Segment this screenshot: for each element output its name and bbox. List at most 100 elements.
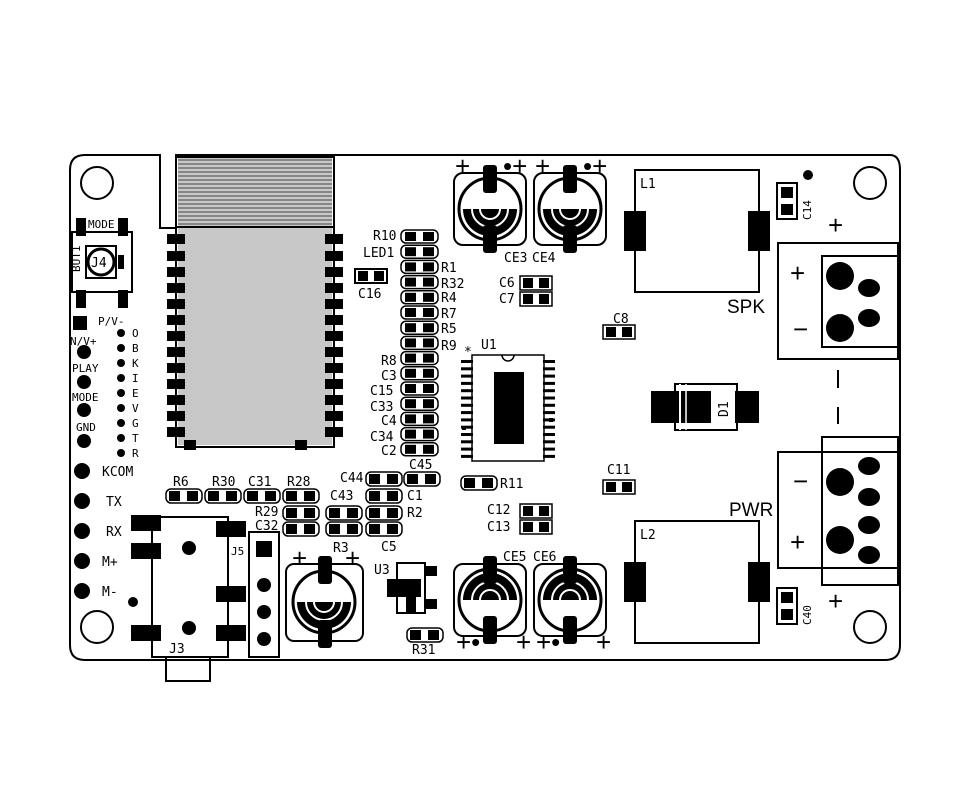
passive-pad bbox=[423, 247, 434, 257]
u1-pin bbox=[543, 425, 555, 429]
mounting-hole-bl bbox=[80, 610, 114, 644]
label-ce3: CE3 bbox=[504, 251, 527, 266]
pin-label-gnd: GND bbox=[76, 421, 96, 434]
passive-column bbox=[400, 229, 439, 457]
label-r2: R2 bbox=[407, 506, 423, 521]
part-pad bbox=[329, 524, 340, 534]
c16-part bbox=[354, 268, 388, 284]
small-cap-pad bbox=[606, 482, 616, 492]
bt-pad bbox=[167, 331, 185, 341]
label-d1: D1 bbox=[717, 401, 732, 417]
passive-pad bbox=[423, 308, 434, 317]
label-c3: C3 bbox=[381, 369, 397, 384]
mid-passives bbox=[165, 471, 498, 643]
r29-part bbox=[282, 505, 320, 521]
spk-plus: + bbox=[790, 258, 805, 288]
bt-pad bbox=[325, 234, 343, 244]
u1-pin bbox=[461, 381, 473, 385]
u1-pin bbox=[543, 389, 555, 393]
label-r1: R1 bbox=[441, 261, 457, 276]
passive-pad bbox=[405, 277, 416, 287]
vertical-pin-label: R bbox=[132, 447, 139, 460]
bt-module-antenna-hatch bbox=[178, 159, 332, 225]
bt-pad bbox=[325, 299, 343, 309]
pwr-connector: − + + PWR bbox=[729, 436, 899, 616]
pin-label-kcom: KCOM bbox=[102, 465, 133, 480]
label-j5: J5 bbox=[231, 545, 244, 558]
vertical-pin-label: O bbox=[132, 327, 139, 340]
bt-pad bbox=[325, 283, 343, 293]
spk-connector: + − + SPK bbox=[727, 210, 899, 360]
part-pad bbox=[347, 524, 358, 534]
label-c32: C32 bbox=[255, 519, 278, 534]
vertical-pin bbox=[117, 344, 125, 352]
passive-pad bbox=[423, 368, 434, 378]
label-c11: C11 bbox=[607, 463, 630, 478]
part-pad bbox=[304, 524, 315, 534]
ecap-lead bbox=[483, 616, 497, 644]
ce6-cap bbox=[533, 556, 607, 644]
board-outline bbox=[69, 154, 901, 661]
u1-pin bbox=[461, 425, 473, 429]
r30-part bbox=[204, 488, 242, 504]
label-c43: C43 bbox=[330, 489, 353, 504]
u1-pin bbox=[543, 374, 555, 378]
polarity-mark: + bbox=[535, 151, 550, 181]
bt-pad bbox=[325, 347, 343, 357]
passive-pad bbox=[423, 429, 434, 439]
r3-plus: + bbox=[292, 543, 307, 573]
vertical-pin-label: E bbox=[132, 387, 139, 400]
label-c13: C13 bbox=[487, 520, 510, 535]
passive-outline bbox=[400, 320, 439, 335]
bt-pad bbox=[325, 411, 343, 421]
bt-pad bbox=[325, 427, 343, 437]
ecap-inner bbox=[479, 198, 501, 220]
u1-pin bbox=[543, 360, 555, 363]
passive-outline bbox=[400, 381, 439, 396]
passive-pad bbox=[405, 414, 416, 424]
ecap-lead bbox=[563, 165, 577, 193]
c44-part bbox=[365, 471, 403, 487]
passive-pad bbox=[405, 429, 416, 439]
label-r31: R31 bbox=[412, 643, 435, 658]
small-caps bbox=[519, 275, 636, 535]
u1-pin1-star: * bbox=[464, 345, 472, 360]
u1-pin bbox=[461, 367, 473, 371]
passive-outline bbox=[400, 274, 439, 290]
small-cap-pad bbox=[523, 294, 533, 304]
label-r30: R30 bbox=[212, 475, 235, 490]
small-cap-pad bbox=[539, 294, 549, 304]
mode-switch: MODE BUT1 J4 bbox=[70, 218, 133, 308]
label-c4: C4 bbox=[381, 414, 397, 429]
label-j3: J3 bbox=[169, 642, 185, 657]
r3-plus-right: + bbox=[345, 543, 360, 573]
small-cap-pad bbox=[523, 506, 533, 516]
polarity-mark: +• bbox=[536, 627, 560, 657]
u1-pin bbox=[543, 403, 555, 407]
passive-pad bbox=[423, 338, 434, 348]
bt-pad bbox=[167, 379, 185, 389]
part-pad bbox=[208, 491, 219, 501]
pin-label-mode: MODE bbox=[72, 391, 99, 404]
label-r28: R28 bbox=[287, 475, 310, 490]
passive-outline bbox=[400, 229, 439, 244]
label-pwr: PWR bbox=[729, 500, 773, 521]
c13-part bbox=[519, 519, 553, 535]
vertical-pin bbox=[117, 404, 125, 412]
c7-part bbox=[519, 291, 553, 307]
pin-label-nv-plus: N/V+ bbox=[70, 335, 97, 348]
bt-pad bbox=[295, 440, 307, 450]
passive-outline bbox=[400, 335, 439, 351]
label-c16: C16 bbox=[358, 287, 381, 302]
label-ce5: CE5 bbox=[503, 550, 526, 565]
u1-marker bbox=[462, 426, 466, 430]
bt-pad bbox=[325, 251, 343, 261]
bt-pad bbox=[325, 331, 343, 341]
ce3-cap bbox=[453, 165, 527, 253]
u1-pin bbox=[461, 389, 473, 393]
passive-pad bbox=[405, 353, 416, 363]
vertical-pin-label: I bbox=[132, 372, 139, 385]
u1-pin bbox=[461, 454, 473, 458]
passive-pad bbox=[423, 353, 434, 363]
